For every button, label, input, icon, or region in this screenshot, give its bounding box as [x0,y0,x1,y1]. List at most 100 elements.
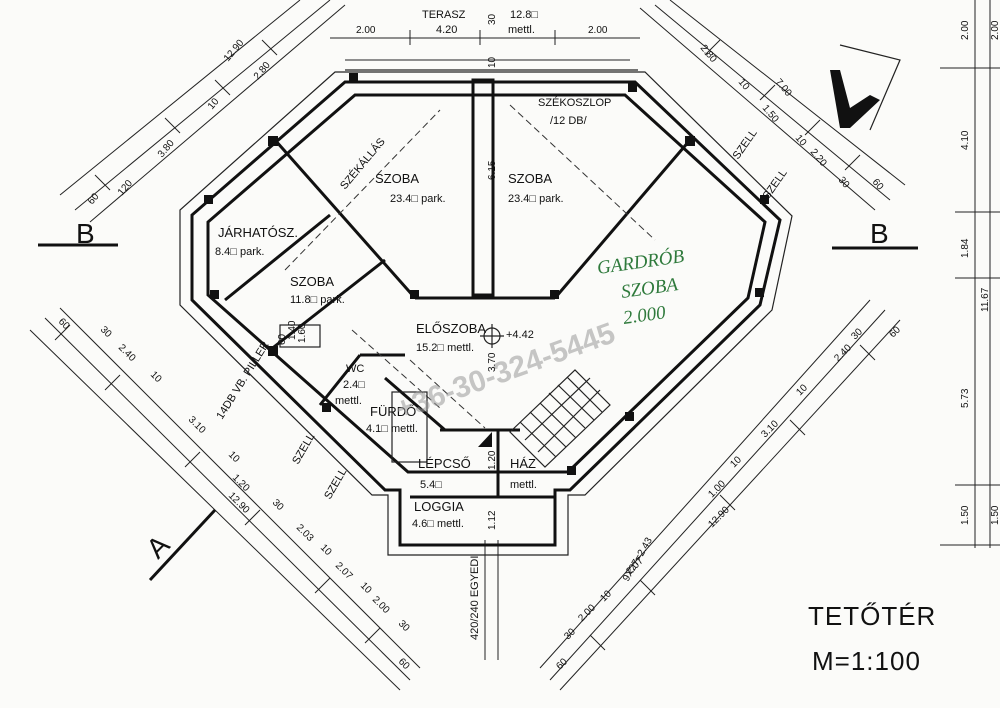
loggia-name: LOGGIA [414,499,464,514]
eloszoba-name: ELŐSZOBA [416,321,486,336]
dim-r-8: 2.00 [990,20,1000,40]
dim-ul-5: 120 [116,178,135,198]
dim-top-4: 3.70 [487,352,498,372]
szoba-left-name: SZOBA [375,171,419,186]
dim-lr-8: 12.90 [706,504,732,530]
sheet-scale: M=1:100 [812,646,921,676]
szell-label-3: SZELL [731,127,760,161]
dim-r-2: 4.10 [960,130,971,150]
dim-top-6: 1.12 [487,510,498,530]
dim-lr-13: 60 [554,656,570,672]
jarhato-name: JÁRHATÓSZ. [218,225,298,240]
columns [204,73,769,475]
szell-label-2: SZELL [322,466,349,501]
dim-ur-3: 10 [736,77,752,93]
dim-r-6: 1.50 [960,505,971,525]
dim-ul-6: 60 [86,191,102,207]
szoba-right-area: 23.4□ park. [508,193,564,205]
dim-lr-1: 30 [849,326,865,342]
dim-top-8: 30 [487,13,498,25]
section-marks: B B A [38,218,918,582]
dim-ll-12: 2.07 [333,560,355,582]
egyedi-label: 420/240 EGYEDI [469,556,481,640]
dim-ll-4: 10 [148,369,164,385]
terasz-floor: mettl. [508,24,535,36]
wc-area: 2.4□ [343,379,365,391]
szoba-small-area: 11.8□ park. [290,294,345,306]
dim-ll-11: 10 [318,542,334,558]
handwritten-note: GARDRÓB SZOBA 2.000 [596,245,686,329]
dim-top-5: 1.20 [487,450,498,470]
section-b-right: B [870,218,889,249]
dim-ll-15: 30 [396,618,412,634]
dim-ll-6: 10 [226,449,242,465]
terasz-width: 4.20 [436,24,457,36]
dim-lr-2: 60 [887,324,903,340]
dim-top-1: 2.00 [356,25,376,36]
dim-ur-1: 2.80 [698,43,719,65]
dim-lr-5: 3.10 [759,418,781,440]
dim-ll-1: 60 [56,316,72,332]
dim-misc-2: 60 [277,333,288,345]
dim-lr-11: 2.00 [576,602,598,624]
dim-ul-1: 12.90 [222,37,247,64]
dim-ul-3: 10 [206,96,222,112]
dim-ll-5: 3.10 [186,414,208,436]
eloszoba-area: 15.2□ mettl. [416,342,474,354]
dim-ul-2: 2.80 [252,60,273,82]
terasz-label: TERASZ [422,9,466,21]
lepcso-label: LÉPCSŐ [418,456,471,471]
dim-ll-8: 12.90 [226,490,252,516]
dim-lr-3: 2.40 [832,342,854,364]
dim-ll-10: 2.03 [294,522,316,544]
haz-label: HÁZ [510,456,536,471]
dim-r-1: 2.00 [960,20,971,40]
dim-r-7: 1.50 [990,505,1000,525]
szell-label-4: SZELL [761,167,790,201]
loggia-area: 4.6□ mettl. [412,518,464,530]
wc-name: WC [346,363,364,375]
dim-ur-8: 60 [870,177,886,193]
dim-ur-2: 7.00 [773,77,794,99]
szekoszlop-count: /12 DB/ [550,115,588,127]
dim-lr-10: 10 [598,588,614,604]
dim-ll-16: 60 [396,656,412,672]
sheet-title: TETŐTÉR [808,601,936,631]
dim-ll-3: 2.40 [116,342,138,364]
jarhato-area: 8.4□ park. [215,246,264,258]
dim-ll-13: 10 [358,580,374,596]
dim-lr-7: 1.00 [706,478,728,500]
szoba-right-name: SZOBA [508,171,552,186]
staircase [509,369,611,468]
szoba-small-name: SZOBA [290,274,334,289]
furdo-area: 4.1□ mettl. [366,423,418,435]
dim-r-5: 5.73 [960,388,971,408]
dim-ll-14: 2.00 [370,594,392,616]
dim-misc-1: 1.40 [287,320,298,340]
level-marker: +4.42 [506,329,534,341]
section-b-left: B [76,218,95,249]
title-block: TETŐTÉR M=1:100 [808,601,936,676]
dim-ur-5: 10 [793,133,809,149]
dim-ur-6: 2.20 [808,147,829,169]
dim-top-7: 10 [487,56,498,68]
bathroom-fixtures [279,324,504,463]
furdo-name: FÜRDŐ [370,404,416,419]
dimension-lines [29,0,1000,691]
szekoszlop-label: SZÉKOSZLOP [538,96,611,109]
lepcso-floor: mettl. [510,479,537,491]
wc-floor: mettl. [335,395,362,407]
dim-top-2: 2.00 [588,25,608,36]
dim-r-3: 1.84 [960,238,971,258]
dim-ll-9: 30 [270,497,286,513]
dim-misc-3: 1.60 [297,323,308,343]
szoba-left-area: 23.4□ park. [390,193,446,205]
handwritten-line-3: 2.000 [622,302,668,329]
szell-label-1: SZELL [290,431,317,466]
lepcso-area: 5.4□ [420,479,442,491]
north-arrow-icon [830,44,901,131]
terasz-area: 12.8□ [510,9,538,21]
dim-r-4: 11.67 [980,287,991,312]
